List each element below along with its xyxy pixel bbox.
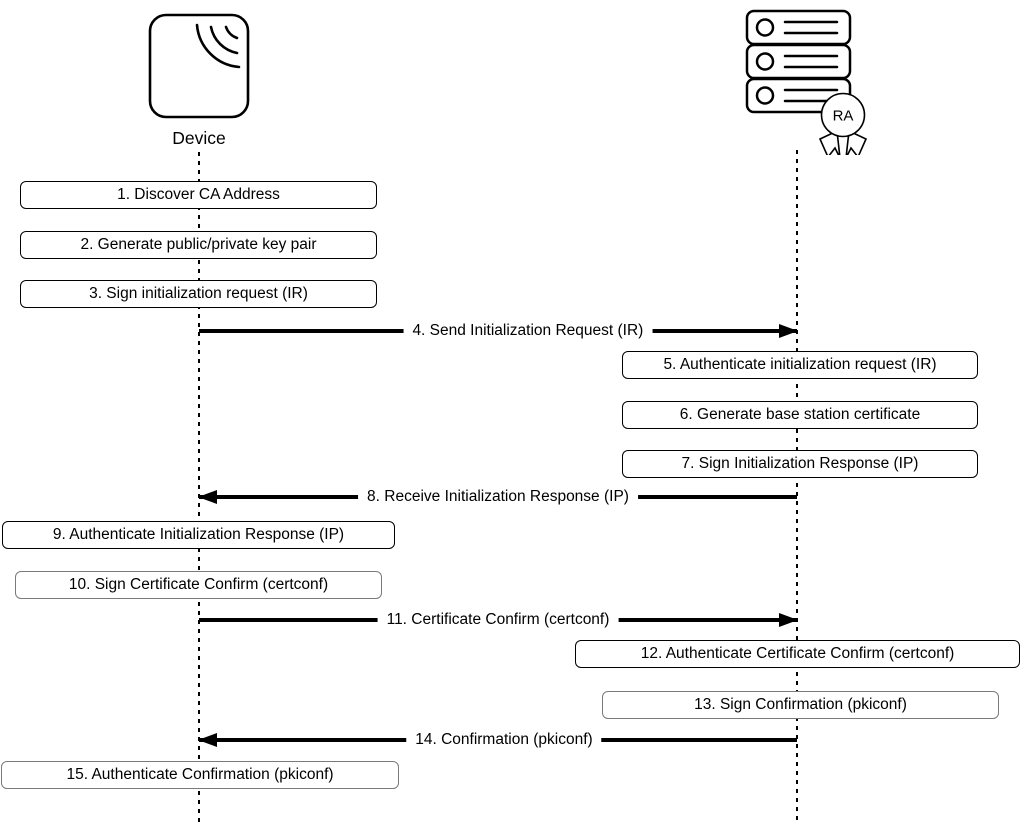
ra-lifeline bbox=[796, 150, 798, 822]
server-led bbox=[755, 86, 775, 105]
step-box-6: 6. Generate base station certificate bbox=[622, 401, 978, 429]
message-label-8: 8. Receive Initialization Response (IP) bbox=[358, 488, 638, 506]
wireless-device-icon bbox=[148, 13, 250, 119]
message-arrow-11: 11. Certificate Confirm (certconf) bbox=[199, 611, 798, 629]
step-box-2: 2. Generate public/private key pair bbox=[20, 231, 377, 259]
step-box-12: 12. Authenticate Certificate Confirm (ce… bbox=[575, 640, 1020, 668]
wave-arc-medium bbox=[209, 25, 239, 55]
ra-badge-circle bbox=[820, 92, 866, 138]
step-box-13: 13. Sign Confirmation (pkiconf) bbox=[602, 691, 999, 719]
step-box-3: 3. Sign initialization request (IR) bbox=[20, 280, 377, 308]
message-label-4: 4. Send Initialization Request (IR) bbox=[403, 322, 653, 340]
step-box-9: 9. Authenticate Initialization Response … bbox=[2, 521, 395, 549]
arrowhead-left-icon bbox=[198, 490, 217, 504]
step-box-15: 15. Authenticate Confirmation (pkiconf) bbox=[1, 761, 399, 789]
device-actor-label: Device bbox=[172, 128, 226, 148]
wave-arc-large bbox=[195, 23, 241, 69]
message-label-11: 11. Certificate Confirm (certconf) bbox=[377, 611, 619, 629]
ribbon-left bbox=[818, 129, 841, 155]
step-box-10: 10. Sign Certificate Confirm (certconf) bbox=[15, 571, 382, 599]
ribbon-right bbox=[845, 129, 868, 155]
arrowhead-right-icon bbox=[779, 324, 798, 338]
message-arrow-8: 8. Receive Initialization Response (IP) bbox=[198, 488, 797, 506]
message-arrow-14: 14. Confirmation (pkiconf) bbox=[198, 731, 797, 749]
server-led bbox=[755, 52, 775, 71]
step-box-7: 7. Sign Initialization Response (IP) bbox=[622, 450, 978, 478]
arrowhead-right-icon bbox=[779, 613, 798, 627]
server-led bbox=[755, 18, 775, 37]
step-box-5: 5. Authenticate initialization request (… bbox=[622, 351, 978, 379]
ra-badge-label: RA bbox=[833, 108, 854, 125]
step-box-1: 1. Discover CA Address bbox=[20, 181, 377, 209]
arrowhead-left-icon bbox=[198, 733, 217, 747]
device-lifeline bbox=[198, 152, 200, 822]
message-label-14: 14. Confirmation (pkiconf) bbox=[406, 731, 602, 749]
ra-badge: RA bbox=[818, 92, 868, 155]
wave-arc-small bbox=[224, 25, 239, 40]
server-stack-icon: RA bbox=[745, 9, 868, 155]
message-arrow-4: 4. Send Initialization Request (IR) bbox=[199, 322, 798, 340]
